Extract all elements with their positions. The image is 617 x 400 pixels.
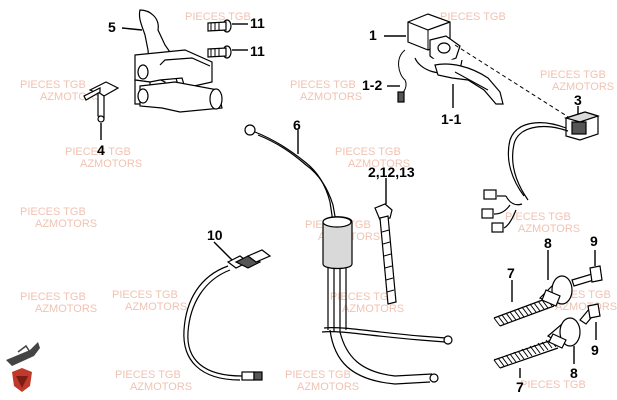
label-part-10: 10 — [207, 227, 223, 243]
label-part-7: 7 — [507, 265, 515, 281]
watermark-text: PIECES TGB — [20, 79, 86, 91]
part-1-2-switch-wire — [397, 91, 405, 103]
label-part-6: 6 — [293, 117, 301, 133]
watermark-text: PIECES TGB — [335, 146, 401, 158]
part-10-wire-harness — [183, 241, 272, 381]
part-9-bolt-lower — [579, 303, 601, 340]
assembly-guide-line — [454, 44, 571, 119]
part-5-lever-bracket — [134, 9, 223, 113]
watermark-text: AZMOTORS — [130, 381, 192, 393]
label-part-11: 11 — [250, 43, 265, 59]
part-6-throttle-cable — [244, 124, 453, 385]
watermark-text: AZMOTORS — [348, 158, 410, 170]
watermark-text: PIECES TGB — [65, 146, 131, 158]
watermark-text: PIECES TGB — [112, 289, 178, 301]
watermark-text: AZMOTORS — [35, 303, 97, 315]
part-9-bolt-upper — [571, 250, 603, 287]
part-7-spring-lower — [493, 338, 559, 378]
label-part-7: 7 — [516, 379, 524, 395]
label-part-8: 8 — [570, 365, 578, 381]
watermark-text: AZMOTORS — [518, 223, 580, 235]
label-part-5: 5 — [108, 19, 116, 35]
watermark-text: AZMOTORS — [552, 81, 614, 93]
watermark-text: AZMOTORS — [342, 303, 404, 315]
watermark-text: AZMOTORS — [80, 158, 142, 170]
label-part-4: 4 — [97, 142, 105, 158]
label-part-9: 9 — [591, 342, 599, 358]
watermark-text: AZMOTORS — [35, 218, 97, 230]
watermark-text: PIECES TGB — [285, 369, 351, 381]
watermark-text: PIECES TGB — [115, 369, 181, 381]
watermark-text: AZMOTORS — [300, 91, 362, 103]
watermark-text: AZMOTORS — [125, 301, 187, 313]
label-part-9: 9 — [590, 233, 598, 249]
part-3-switch-housing — [481, 111, 600, 233]
label-part-2-12-13: 2,12,13 — [368, 164, 415, 180]
part-8-cable-end-upper — [538, 250, 573, 307]
label-part-1: 1 — [369, 27, 377, 43]
watermark-text: AZMOTORS — [555, 301, 617, 313]
leader-line-5 — [121, 27, 143, 31]
watermark-layer: PIECES TGB PIECES TGB PIECES TGB AZMOTOR… — [20, 11, 617, 393]
part-8-cable-end-lower — [546, 317, 581, 364]
part-4-small-bracket — [83, 81, 120, 140]
watermark-text: PIECES TGB — [20, 291, 86, 303]
watermark-text: PIECES TGB — [185, 11, 251, 23]
watermark-text: PIECES TGB — [505, 211, 571, 223]
part-11-screw-lower — [207, 45, 248, 59]
label-part-1-1: 1-1 — [441, 111, 461, 127]
label-part-1-2: 1-2 — [362, 77, 382, 93]
part-2-12-13-cable-tie — [374, 178, 397, 305]
watermark-text: PIECES TGB — [440, 11, 506, 23]
part-1-1-brake-lever — [434, 63, 504, 105]
watermark-text: AZMOTORS — [297, 381, 359, 393]
label-part-11: 11 — [250, 15, 265, 31]
watermark-text: PIECES TGB — [20, 206, 86, 218]
watermark-text: PIECES TGB — [540, 69, 606, 81]
part-11-screw-upper — [207, 19, 248, 33]
azmotors-logo — [6, 342, 40, 392]
watermark-text: PIECES TGB — [520, 379, 586, 391]
watermark-text: PIECES TGB — [290, 79, 356, 91]
part-7-spring-upper — [493, 280, 555, 327]
label-part-8: 8 — [544, 235, 552, 251]
part-1-master-cylinder — [398, 13, 463, 96]
label-part-3: 3 — [574, 92, 582, 108]
